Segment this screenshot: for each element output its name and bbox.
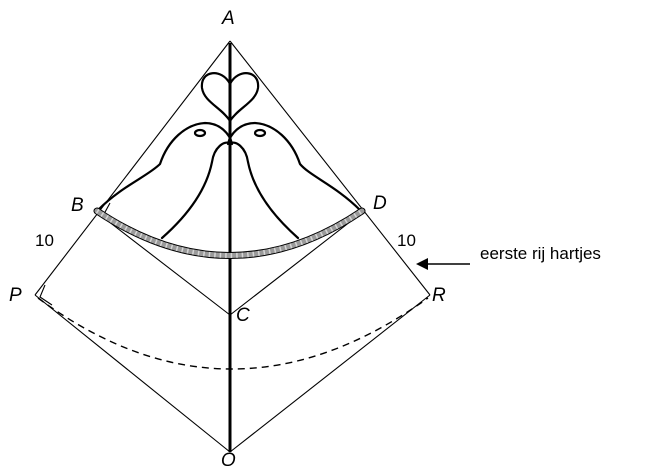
first-heart-row-arc bbox=[93, 207, 366, 259]
outer-kite bbox=[34, 40, 431, 453]
length-left: 10 bbox=[35, 231, 54, 250]
inner-square bbox=[94, 210, 365, 316]
edge-B-C bbox=[94, 210, 231, 316]
left-dove bbox=[96, 121, 234, 240]
rope-twist bbox=[95, 208, 364, 258]
arrow-head bbox=[416, 258, 428, 270]
label-P: P bbox=[9, 285, 22, 306]
right-angle-P bbox=[39, 284, 53, 306]
label-C: C bbox=[236, 305, 250, 326]
left-dove-eye bbox=[193, 128, 207, 138]
edge-A-R bbox=[229, 40, 431, 296]
edge-D-C bbox=[229, 210, 365, 316]
annotation-label: eerste rij hartjes bbox=[480, 244, 601, 263]
left-dove-body bbox=[96, 121, 234, 240]
edge-P-Q bbox=[34, 294, 231, 453]
label-D: D bbox=[373, 193, 387, 214]
length-right: 10 bbox=[397, 231, 416, 250]
edge-A-P bbox=[34, 40, 231, 296]
right-dove-eye bbox=[253, 128, 267, 138]
right-dove-body bbox=[226, 121, 362, 240]
right-dove bbox=[226, 121, 362, 240]
annotation-arrow bbox=[416, 258, 470, 270]
label-A: A bbox=[221, 8, 235, 29]
label-Q: Q bbox=[221, 450, 236, 466]
edge-R-Q bbox=[229, 294, 431, 453]
label-B: B bbox=[71, 195, 84, 216]
dashed-arc-P-R bbox=[37, 297, 429, 370]
heart-icon bbox=[200, 72, 260, 123]
label-R: R bbox=[432, 285, 446, 306]
